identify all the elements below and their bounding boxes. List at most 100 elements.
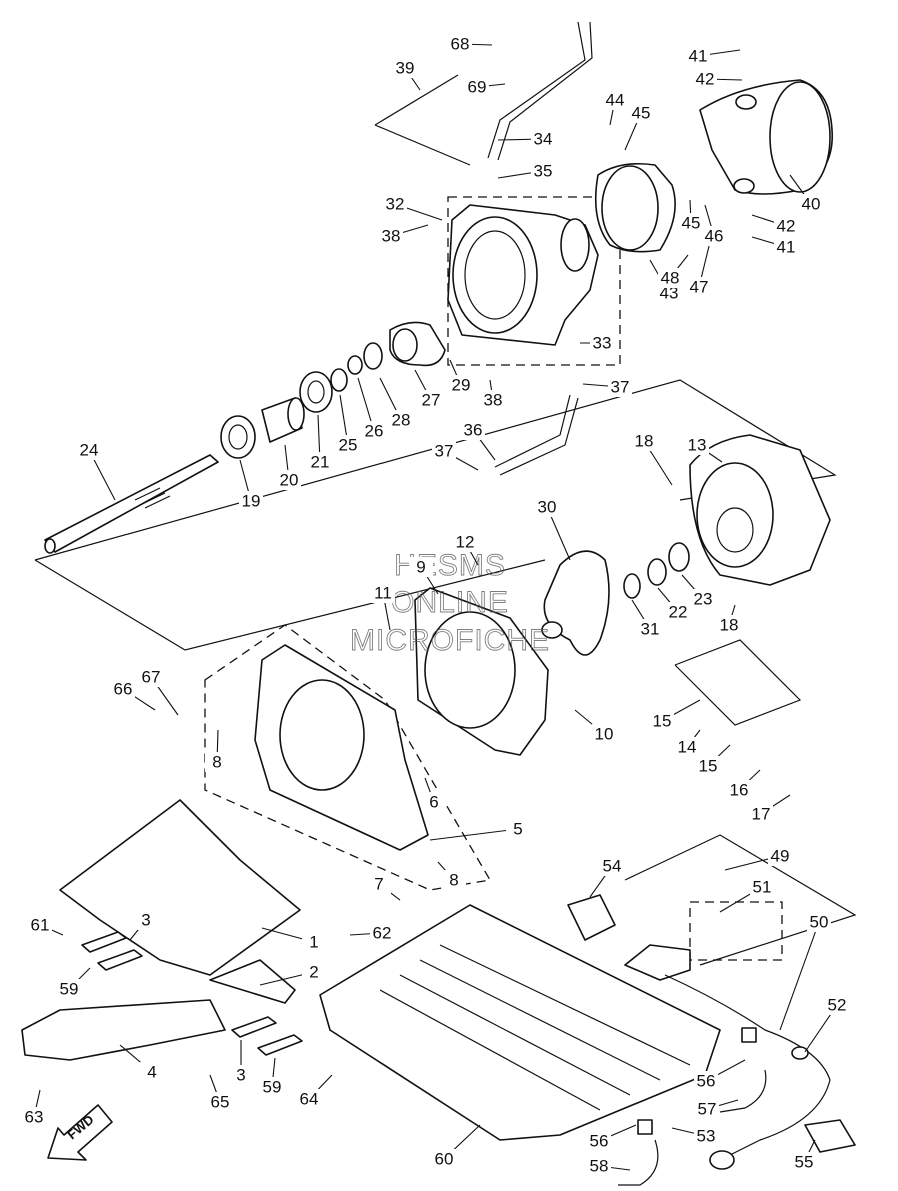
callout-bg-18: [717, 615, 741, 635]
callout-45: 45: [632, 104, 651, 123]
callout-16: 16: [730, 781, 749, 800]
intake-plate-5: [254, 644, 429, 851]
callout-54: 54: [603, 857, 622, 876]
callout-bg-10: [592, 724, 616, 744]
callout-3: 3: [141, 911, 150, 930]
callout-bg-8: [205, 752, 229, 772]
callout-bg-11: [371, 583, 395, 603]
callout-bg-68: [448, 34, 472, 54]
callout-29: 29: [452, 376, 471, 395]
bearing-21: [299, 371, 333, 413]
callout-37: 37: [611, 378, 630, 397]
callout-23: 23: [694, 590, 713, 609]
callout-17: 17: [752, 805, 771, 824]
callout-39: 39: [396, 59, 415, 78]
callout-41: 41: [777, 238, 796, 257]
callout-31: 31: [641, 620, 660, 639]
callout-bg-40: [799, 194, 823, 214]
callout-bg-39: [393, 58, 417, 78]
callout-27: 27: [422, 391, 441, 410]
callout-bg-53: [694, 1126, 718, 1146]
callout-bg-41: [774, 237, 798, 257]
callout-6: 6: [429, 793, 438, 812]
callout-bg-36: [461, 420, 485, 440]
callout-20: 20: [280, 471, 299, 490]
clamps-56-57-58: [618, 1027, 767, 1186]
callout-47: 47: [690, 278, 709, 297]
callout-13: 13: [688, 436, 707, 455]
watermark-line-2: ONLINE: [391, 586, 509, 619]
callout-bg-42: [774, 216, 798, 236]
callout-bg-38: [379, 226, 403, 246]
callout-24: 24: [80, 441, 99, 460]
callout-8: 8: [212, 753, 221, 772]
callout-bg-52: [825, 995, 849, 1015]
callout-bg-59: [260, 1077, 284, 1097]
callout-bg-18: [632, 431, 656, 451]
callout-1: 1: [309, 933, 318, 952]
callout-bg-32: [383, 194, 407, 214]
callout-bg-22: [666, 602, 690, 622]
callout-57: 57: [698, 1100, 717, 1119]
callout-bg-47: [687, 277, 711, 297]
callout-43: 43: [660, 284, 679, 303]
callout-26: 26: [365, 422, 384, 441]
cap-27: [389, 321, 446, 367]
callout-4: 4: [147, 1063, 156, 1082]
callout-18: 18: [720, 616, 739, 635]
hose-34: [487, 21, 593, 161]
callout-bg-57: [695, 1099, 719, 1119]
callout-bg-6: [422, 792, 446, 812]
drive-shaft-24: [44, 454, 219, 554]
callout-56: 56: [697, 1072, 716, 1091]
callout-bg-54: [600, 856, 624, 876]
bearing-19: [220, 415, 256, 459]
callout-18: 18: [635, 432, 654, 451]
steering-nozzle-43: [594, 162, 676, 253]
callout-41: 41: [689, 47, 708, 66]
callout-bg-3: [229, 1065, 253, 1085]
callout-bg-15: [696, 756, 720, 776]
callout-bg-37: [608, 377, 632, 397]
blocks-3-59: [81, 931, 303, 1056]
callout-bg-58: [587, 1156, 611, 1176]
callout-15: 15: [699, 757, 718, 776]
callout-48: 48: [661, 269, 680, 288]
callout-bg-50: [807, 912, 831, 932]
callout-21: 21: [311, 453, 330, 472]
callout-labels: 1233456788910111213141515161718181920212…: [22, 34, 849, 1176]
callout-42: 42: [777, 217, 796, 236]
callout-65: 65: [211, 1093, 230, 1112]
callout-10: 10: [595, 725, 614, 744]
callout-bg-56: [587, 1131, 611, 1151]
rail-4: [21, 999, 226, 1061]
leader-5: [429, 828, 519, 841]
callout-52: 52: [828, 996, 847, 1015]
sensor-49: [624, 944, 691, 981]
callout-bg-4: [140, 1062, 164, 1082]
duct-9: [414, 587, 549, 756]
callout-11: 11: [374, 584, 392, 603]
o-ring-28: [363, 342, 383, 370]
callout-bg-34: [531, 129, 555, 149]
fwd-arrow: FWD: [47, 1104, 113, 1161]
callout-59: 59: [263, 1078, 282, 1097]
callout-bg-49: [768, 846, 792, 866]
callout-bg-35: [531, 161, 555, 181]
callout-bg-45: [679, 213, 703, 233]
callout-12: 12: [456, 533, 475, 552]
clip-55: [804, 1119, 856, 1153]
callout-3: 3: [236, 1066, 245, 1085]
callout-bg-42: [693, 69, 717, 89]
callout-63: 63: [25, 1108, 44, 1127]
callout-40: 40: [802, 195, 821, 214]
callout-2: 2: [309, 963, 318, 982]
callout-bg-9: [409, 557, 433, 577]
callout-55: 55: [795, 1153, 814, 1172]
callout-bg-13: [685, 435, 709, 455]
callout-bg-37: [432, 441, 456, 461]
callout-bg-41: [686, 46, 710, 66]
callout-68: 68: [451, 35, 470, 54]
callout-bg-8: [442, 870, 466, 890]
